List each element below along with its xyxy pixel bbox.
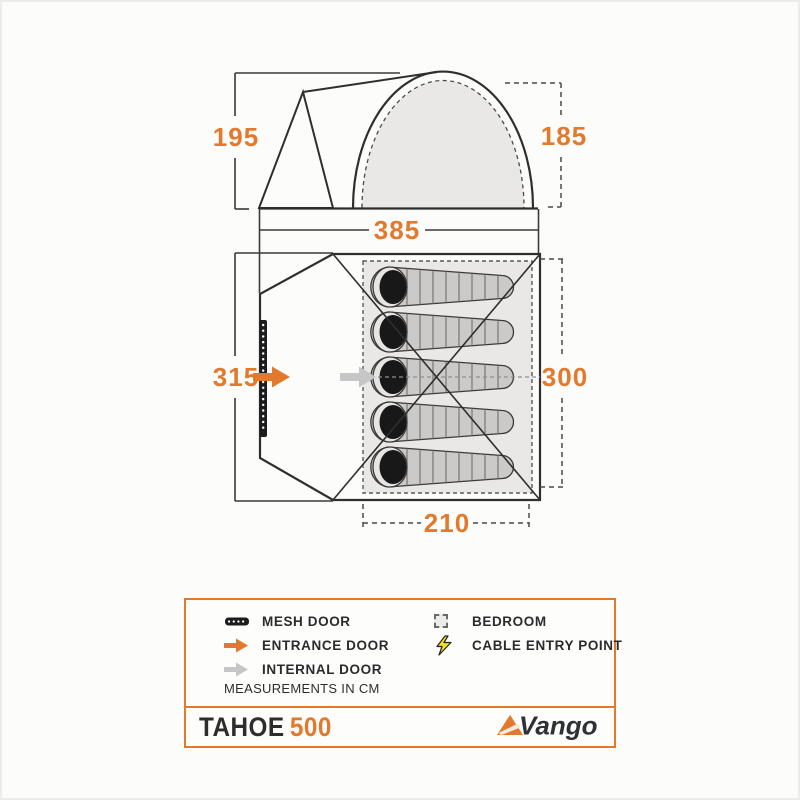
pole-cross-lines	[332, 253, 541, 501]
legend-item-bedroom: BEDROOM	[434, 609, 622, 633]
legend-label: ENTRANCE DOOR	[262, 637, 390, 653]
legend-item-cable-entry: CABLE ENTRY POINT	[434, 633, 622, 657]
dim-label-floor-depth: 315	[213, 362, 259, 392]
entrance-door-icon	[224, 638, 254, 653]
bedroom-icon	[434, 614, 464, 628]
dim-bracket-385	[258, 209, 540, 293]
side-elevation-view: 195 185 385	[213, 70, 587, 293]
legend-item-entrance-door: ENTRANCE DOOR	[224, 633, 389, 657]
dim-label-bedroom-width: 210	[424, 508, 470, 538]
dome-outline	[351, 70, 535, 209]
legend-box: MESH DOOR ENTRANCE DOOR INTERNAL DOOR	[184, 598, 622, 748]
dim-bracket-315	[234, 252, 333, 502]
legend-key: MESH DOOR ENTRANCE DOOR INTERNAL DOOR	[186, 600, 622, 706]
cable-entry-icon	[434, 634, 464, 656]
dome-fill	[362, 80, 524, 208]
legend-label: MESH DOOR	[262, 613, 351, 629]
dim-bracket-195	[234, 72, 400, 210]
dim-bracket-185	[505, 82, 562, 208]
legend-label: INTERNAL DOOR	[262, 661, 383, 677]
dim-label-total-width: 385	[374, 215, 420, 245]
porch-pole-triangle	[257, 88, 335, 209]
brand-logo: Vango	[495, 710, 601, 745]
legend-item-internal-door: INTERNAL DOOR	[224, 657, 389, 681]
dim-bracket-210	[362, 504, 530, 530]
legend-label: BEDROOM	[472, 613, 547, 629]
model-name: TAHOE	[199, 711, 285, 742]
dome-inner-dashed-outline	[361, 79, 525, 208]
mesh-door-icon	[224, 615, 254, 628]
internal-door-arrow	[340, 366, 376, 388]
legend-item-mesh-door: MESH DOOR	[224, 609, 389, 633]
dim-label-bedroom-depth: 300	[542, 362, 588, 392]
measurements-note: MEASUREMENTS IN CM	[224, 681, 380, 696]
legend-label: CABLE ENTRY POINT	[472, 637, 623, 653]
brand-name: Vango	[519, 710, 598, 740]
ridge-line	[302, 71, 438, 93]
internal-door-icon	[224, 662, 254, 677]
legend-column-left: MESH DOOR ENTRANCE DOOR INTERNAL DOOR	[224, 609, 389, 681]
entrance-door-arrow	[253, 366, 290, 388]
floor-plan-view: 315 300 210	[213, 252, 588, 538]
model-size: 500	[289, 711, 332, 742]
dim-label-side-height: 195	[213, 122, 259, 152]
vango-triangle-icon	[497, 714, 523, 735]
dim-bracket-300	[540, 258, 563, 488]
legend-column-right: BEDROOM CABLE ENTRY POINT	[434, 609, 622, 657]
dim-label-dome-height: 185	[541, 121, 587, 151]
